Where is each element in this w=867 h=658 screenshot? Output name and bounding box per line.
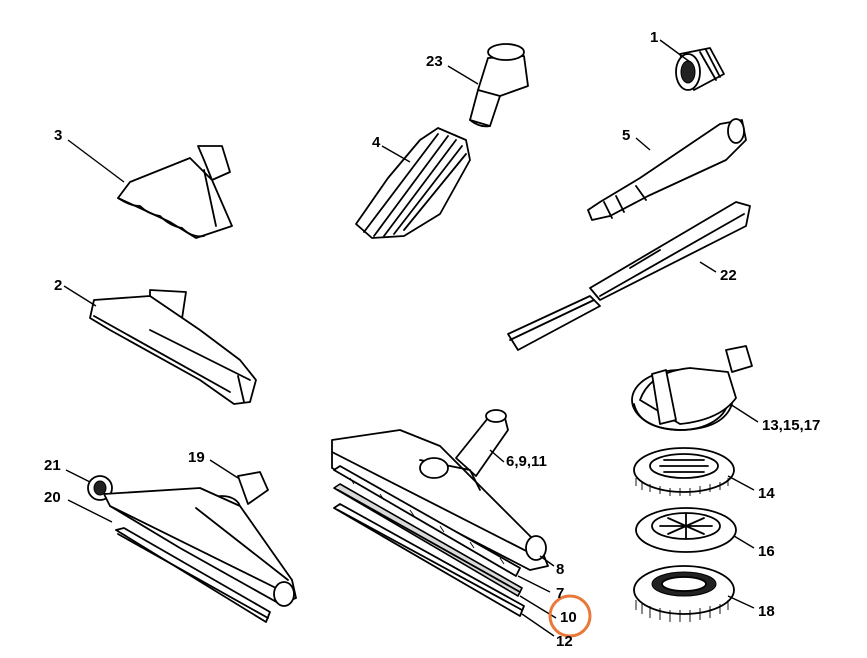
callout-13-15-17: 13,15,17 bbox=[762, 417, 820, 434]
callout-8: 8 bbox=[556, 561, 564, 578]
callout-19: 19 bbox=[188, 449, 205, 466]
part-5-tapered-nozzle bbox=[587, 118, 747, 221]
part-20-strip bbox=[115, 527, 271, 623]
callout-7: 7 bbox=[556, 585, 564, 602]
part-14-oval-brush bbox=[633, 447, 735, 496]
callout-22: 22 bbox=[720, 267, 737, 284]
part-12-strip bbox=[333, 503, 525, 617]
callout-3: 3 bbox=[54, 127, 62, 144]
part-16-holder-plate bbox=[635, 507, 737, 553]
callout-5: 5 bbox=[622, 127, 630, 144]
part-10-strip bbox=[333, 483, 523, 597]
callout-4: 4 bbox=[372, 134, 381, 151]
callout-14: 14 bbox=[758, 485, 775, 502]
part-2-floor-nozzle bbox=[89, 289, 257, 405]
callout-12: 12 bbox=[556, 633, 573, 650]
callout-10: 10 bbox=[560, 609, 577, 626]
callout-2: 2 bbox=[54, 277, 62, 294]
part-18-oval-brush bbox=[633, 565, 735, 622]
highlight-ring bbox=[548, 594, 592, 638]
callout-6-9-11: 6,9,11 bbox=[506, 453, 547, 470]
callout-20: 20 bbox=[44, 489, 61, 506]
callout-16: 16 bbox=[758, 543, 775, 560]
callout-21: 21 bbox=[44, 457, 61, 474]
part-22-crevice-tool bbox=[507, 201, 751, 351]
part-13-brush-holder bbox=[631, 345, 753, 431]
part-23-hose-adapter bbox=[469, 43, 529, 128]
part-3-upholstery-nozzle bbox=[117, 145, 233, 239]
part-8-end-cap bbox=[525, 535, 547, 561]
callout-18: 18 bbox=[758, 603, 775, 620]
part-19-carpet-nozzle bbox=[103, 471, 297, 607]
part-1-ring-nut bbox=[675, 47, 725, 91]
callout-1: 1 bbox=[650, 29, 658, 46]
part-7-strip bbox=[333, 465, 521, 577]
callout-23: 23 bbox=[426, 53, 443, 70]
